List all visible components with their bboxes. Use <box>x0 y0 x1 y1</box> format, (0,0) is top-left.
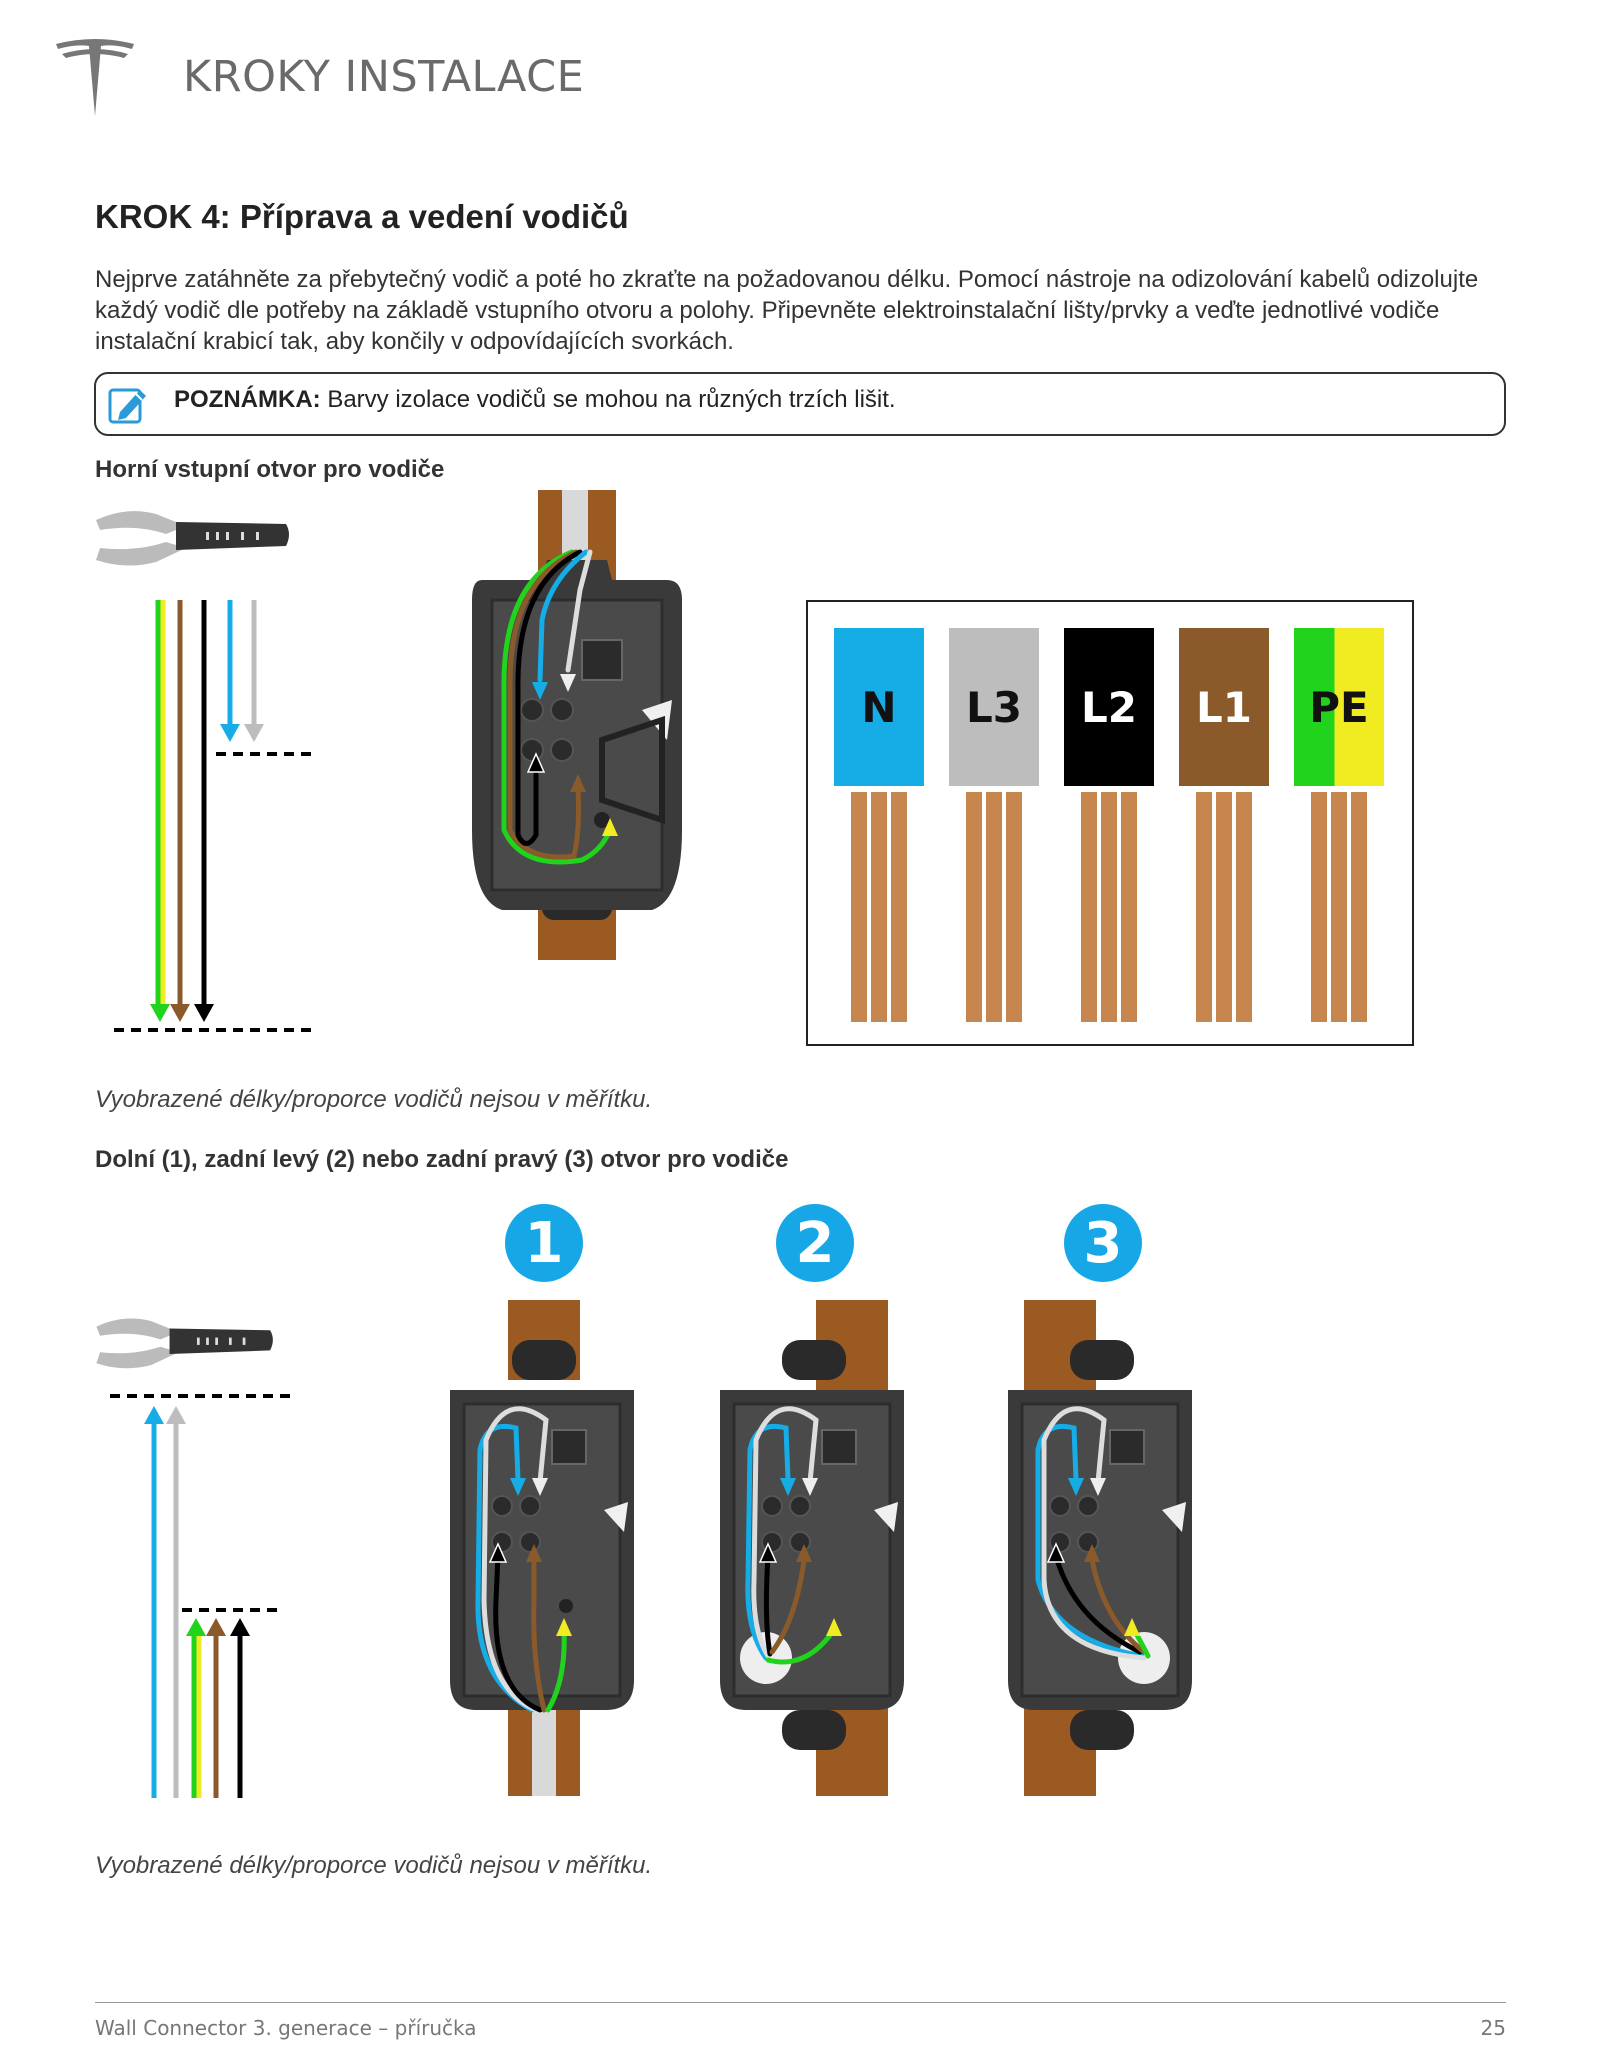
legend-swatch: PE <box>1294 628 1384 786</box>
footer-divider <box>95 2002 1506 2003</box>
wall-connector-entry-1 <box>450 1300 634 1796</box>
note-box: POZNÁMKA: Barvy izolace vodičů se mohou … <box>94 372 1506 436</box>
step-heading: KROK 4: Příprava a vedení vodičů <box>95 198 629 235</box>
note-label: POZNÁMKA: <box>174 386 321 413</box>
entry-badge-1: 1 <box>505 1204 583 1282</box>
tesla-logo-icon <box>56 39 134 116</box>
pencil-note-icon <box>108 388 146 424</box>
wire-stripper-icon <box>96 511 289 566</box>
wall-connector-entry-3 <box>1008 1300 1192 1796</box>
page-number: 25 <box>1480 2016 1506 2040</box>
intro-paragraph: Nejprve zatáhněte za přebytečný vodič a … <box>95 266 1479 355</box>
entry-badge-2: 2 <box>776 1204 854 1282</box>
scale-caption-top: Vyobrazené délky/proporce vodičů nejsou … <box>95 1086 653 1113</box>
wall-connector-entry-2 <box>720 1300 904 1796</box>
scale-caption-bottom: Vyobrazené délky/proporce vodičů nejsou … <box>95 1852 653 1879</box>
entry-badge-3: 3 <box>1064 1204 1142 1282</box>
legend-swatch: L1 <box>1179 628 1269 786</box>
wire-color-legend: N L3 L2 L1 PE <box>806 600 1414 1046</box>
legend-swatch: L2 <box>1064 628 1154 786</box>
note-text: POZNÁMKA: Barvy izolace vodičů se mohou … <box>174 386 896 414</box>
strip-length-diagram-bottom <box>110 1394 296 1798</box>
legend-swatch: L3 <box>949 628 1039 786</box>
legend-item-l3: L3 <box>949 628 1039 1022</box>
section-title: KROKY INSTALACE <box>183 52 585 102</box>
legend-item-l1: L1 <box>1179 628 1269 1022</box>
wire-stripper-icon <box>96 1318 273 1369</box>
legend-item-l2: L2 <box>1064 628 1154 1022</box>
legend-item-pe: PE <box>1294 628 1384 1022</box>
top-entry-heading: Horní vstupní otvor pro vodiče <box>95 456 445 483</box>
legend-swatch: N <box>834 628 924 786</box>
bottom-entry-heading: Dolní (1), zadní levý (2) nebo zadní pra… <box>95 1146 789 1173</box>
wall-connector-top-entry <box>472 490 682 960</box>
footer-title: Wall Connector 3. generace – příručka <box>95 2016 477 2040</box>
legend-item-neutral: N <box>834 628 924 1022</box>
note-body: Barvy izolace vodičů se mohou na různých… <box>320 386 896 413</box>
strip-length-diagram-top <box>114 600 314 1032</box>
